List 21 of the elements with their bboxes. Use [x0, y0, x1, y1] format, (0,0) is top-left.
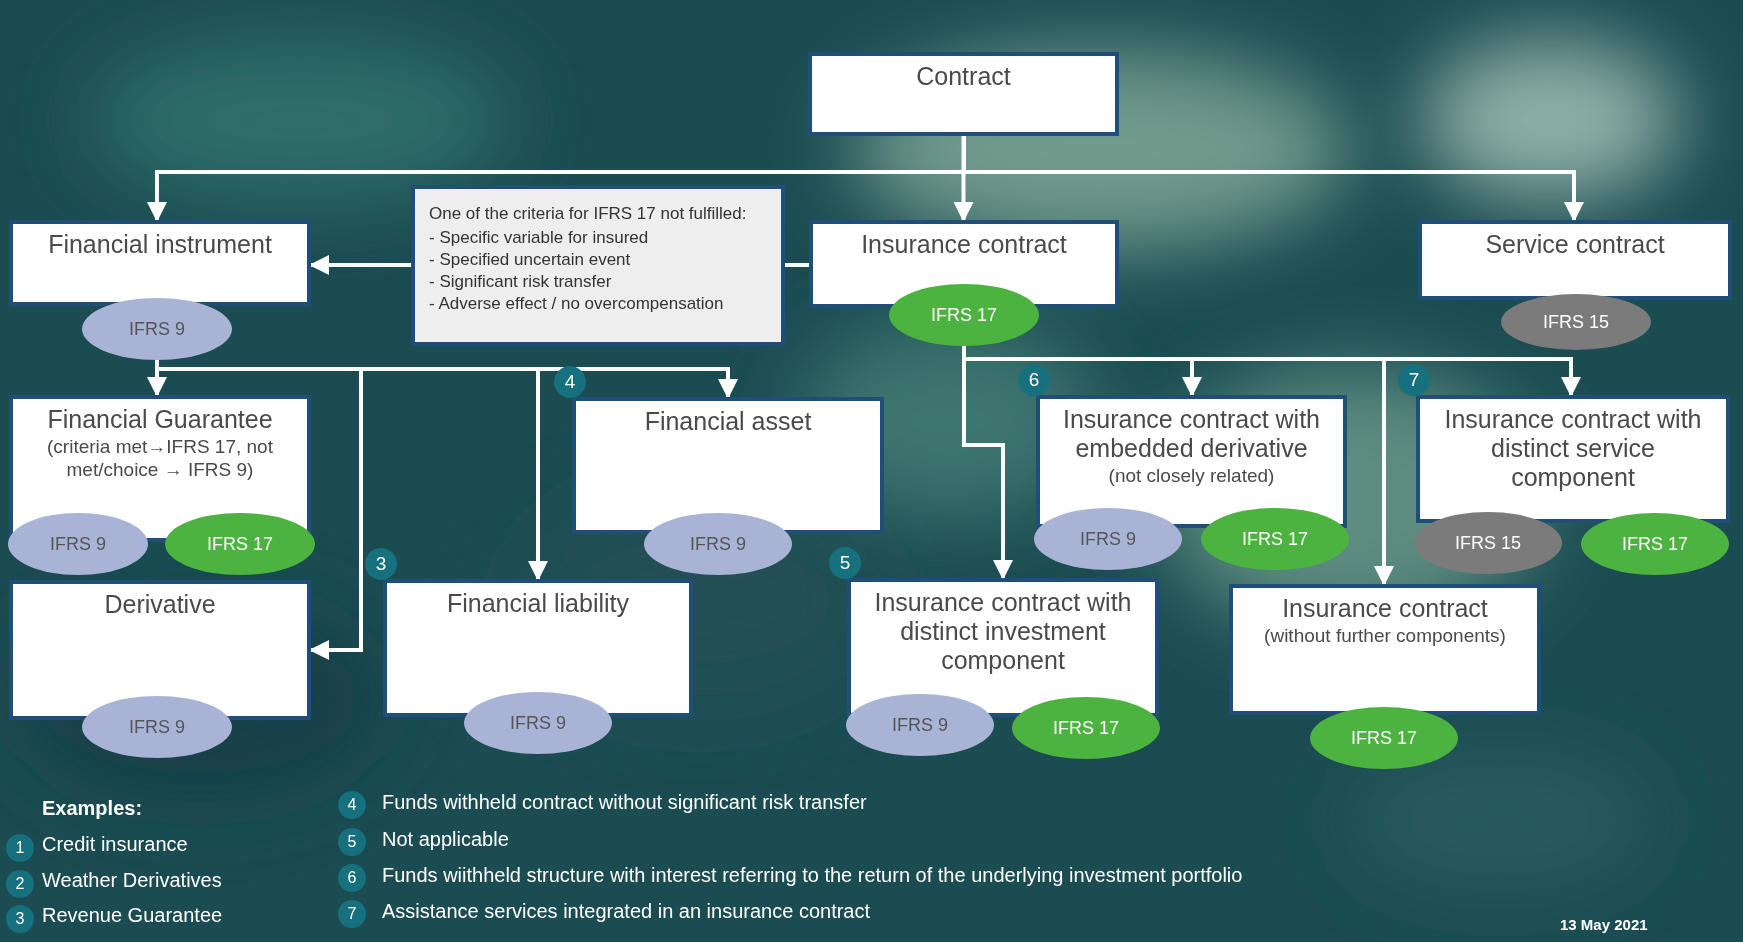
criteria-box: One of the criteria for IFRS 17 not fulfilled: - Specific variable for insured - Specified uncertain event - Significant risk transfer - Adverse effect / no overcompensation — [411, 185, 785, 346]
category-box: Contract — [808, 52, 1119, 136]
note-text: Not applicable — [382, 828, 509, 851]
category-box: Insurance contract with embedded derivative (not closely related) — [1036, 395, 1347, 528]
note-text: Weather Derivatives — [42, 869, 222, 892]
category-box: Insurance contract with distinct service component — [1416, 395, 1730, 523]
note-text: Funds wiithheld structure with interest referring to the return of the underlying investment portfolio — [382, 864, 1243, 887]
legend-heading: Examples: — [42, 797, 143, 820]
category-box: Insurance contract — [809, 220, 1119, 308]
note-text: Credit insurance — [42, 833, 188, 856]
category-box: Insurance contract with distinct investment component — [847, 578, 1159, 717]
category-box: Financial asset — [572, 397, 884, 534]
category-box: Insurance contract (without further components) — [1229, 584, 1541, 715]
note-text: Assistance services integrated in an insurance contract — [382, 900, 871, 923]
note-text: Revenue Guarantee — [42, 904, 223, 927]
category-box: Service contract — [1418, 220, 1732, 300]
category-box: Derivative — [9, 580, 311, 720]
category-box: Financial liability — [383, 579, 693, 717]
date-text: 13 May 2021 — [1560, 916, 1648, 933]
category-box: Financial instrument — [9, 220, 311, 306]
note-text: Funds withheld contract without significant risk transfer — [382, 791, 867, 814]
